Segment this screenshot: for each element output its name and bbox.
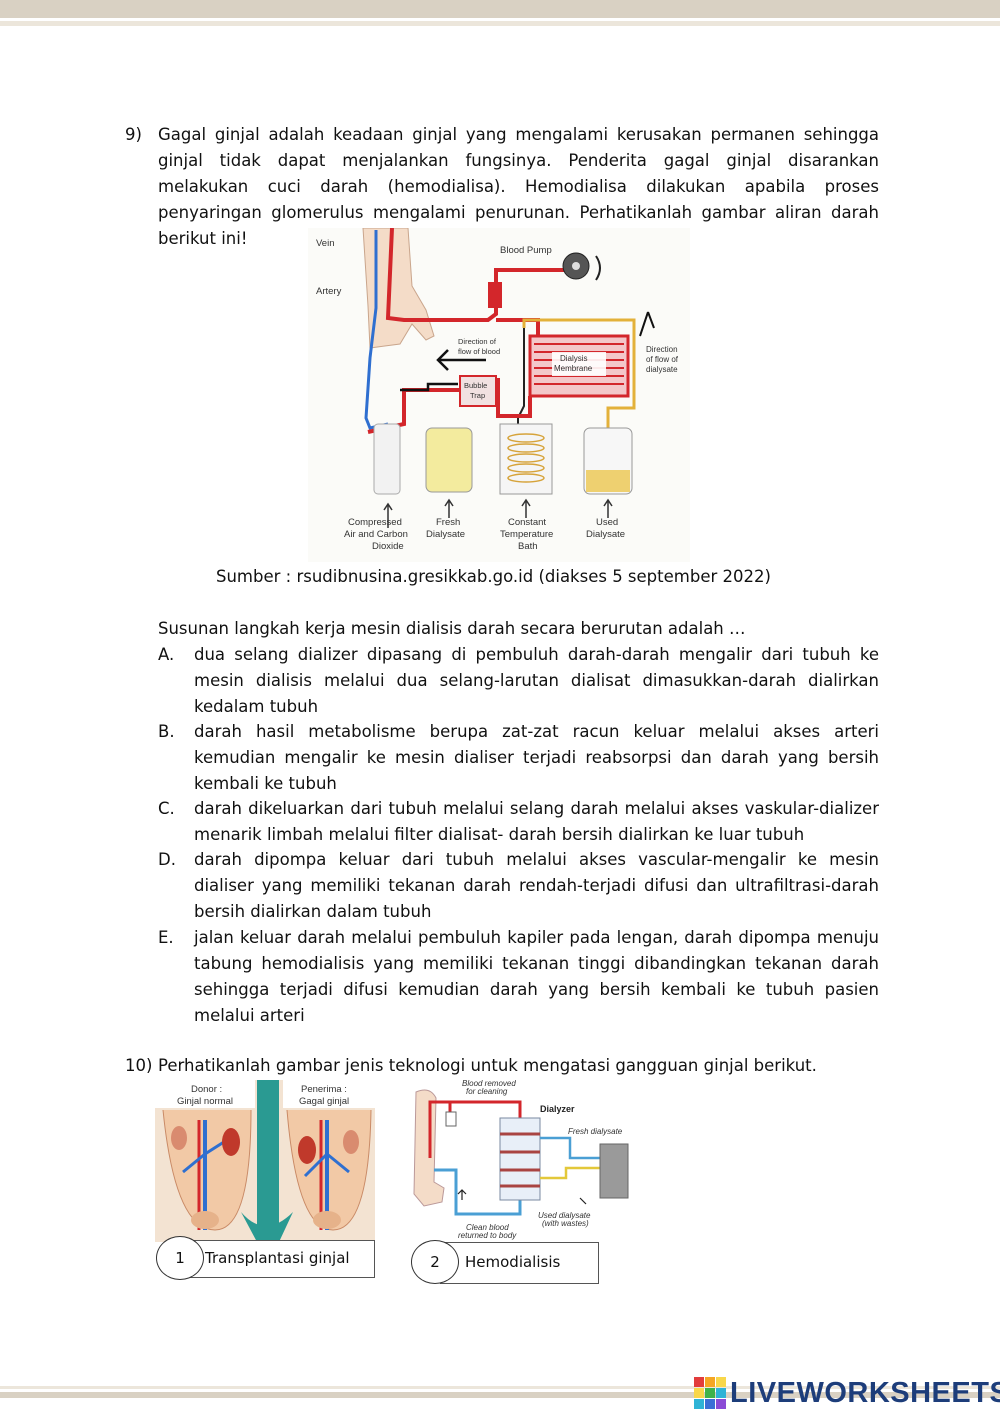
number-circle-2: 2 xyxy=(411,1240,459,1284)
hemodialysis-diagram: Blood removed for cleaning Dialyzer Fres… xyxy=(413,1079,629,1240)
bubble-trap-label-2: Trap xyxy=(470,391,485,400)
option-c[interactable]: C. darah dikeluarkan dari tubuh melalui … xyxy=(158,796,879,848)
temperature-bath-label: Constant xyxy=(508,517,546,528)
direction-blood-label: Direction of xyxy=(458,337,497,346)
dialysis-diagram: Vein Artery Blood Pump Direction of flow… xyxy=(316,227,679,552)
used-dialysate-label-2: Dialysate xyxy=(586,529,625,540)
compressed-air-label: Compressed xyxy=(348,517,402,528)
blood-removed-label: Blood removed xyxy=(462,1079,516,1088)
caption-box-1: Transplantasi ginjal xyxy=(186,1240,375,1278)
option-letter: B. xyxy=(158,722,175,741)
option-a[interactable]: A. dua selang dializer dipasang di pembu… xyxy=(158,642,879,720)
question-10-prompt: Perhatikanlah gambar jenis teknologi unt… xyxy=(158,1056,817,1075)
kidney-icon xyxy=(222,1128,240,1156)
direction-dialysate-label: Direction xyxy=(646,345,678,354)
dialysate-machine xyxy=(599,1143,629,1199)
fresh-dialysate-label: Fresh dialysate xyxy=(568,1127,623,1136)
used-dialysate-label: Used xyxy=(596,517,618,528)
kidney-icon xyxy=(298,1136,316,1164)
option-letter: D. xyxy=(158,850,176,869)
option-text: darah dikeluarkan dari tubuh melalui sel… xyxy=(194,799,879,844)
compressed-air-label-3: Dioxide xyxy=(372,541,404,552)
arrow-icon xyxy=(436,349,486,371)
figure-source: Sumber : rsudibnusina.gresikkab.go.id (d… xyxy=(216,567,771,586)
caption-text: Transplantasi ginjal xyxy=(205,1249,350,1267)
direction-dialysate-label-2: of flow of xyxy=(646,355,679,364)
donor-label: Donor : xyxy=(191,1084,222,1095)
logo-mark-icon xyxy=(694,1377,726,1409)
dialyzer-unit xyxy=(499,1117,541,1201)
caption-box-2: Hemodialisis xyxy=(440,1242,599,1284)
recipient-label: Penerima : xyxy=(301,1084,347,1095)
pump-tube xyxy=(488,282,502,308)
clean-blood-label-2: returned to body xyxy=(458,1231,517,1240)
bottom-border-thin xyxy=(0,1386,1000,1389)
vein-label: Vein xyxy=(316,238,335,249)
bottom-border xyxy=(0,1392,1000,1398)
fresh-dialysate-container xyxy=(425,427,473,493)
option-d[interactable]: D. darah dipompa keluar dari tubuh melal… xyxy=(158,847,879,925)
direction-dialysate-label-3: dialysate xyxy=(646,365,678,374)
fresh-dialysate-label-2: Dialysate xyxy=(426,529,465,540)
blood-removed-label-2: for cleaning xyxy=(466,1087,508,1096)
kidney-transplant-diagram: Donor : Ginjal normal Penerima : Gagal g… xyxy=(155,1080,375,1242)
hemodialysis-figure: Blood removed for cleaning Dialyzer Fres… xyxy=(410,1078,632,1240)
dialysis-membrane-label: Dialysis xyxy=(560,354,588,363)
blood-out-line xyxy=(428,1100,522,1158)
option-letter: C. xyxy=(158,799,175,818)
dialysate-line xyxy=(522,318,636,464)
clean-blood-label: Clean blood xyxy=(466,1223,509,1232)
caption-text: Hemodialisis xyxy=(465,1253,561,1271)
option-text: dua selang dializer dipasang di pembuluh… xyxy=(194,645,879,716)
gas-container xyxy=(373,423,401,495)
liveworksheets-logo[interactable]: LIVEWORKSHEETS xyxy=(694,1376,1000,1410)
divider-band xyxy=(257,1080,279,1242)
top-border-thin xyxy=(0,21,1000,26)
number-circle-1: 1 xyxy=(156,1236,204,1280)
kidney-transplant-figure: Donor : Ginjal normal Penerima : Gagal g… xyxy=(155,1080,375,1242)
top-border xyxy=(0,0,1000,18)
option-b[interactable]: B. darah hasil metabolisme berupa zat-za… xyxy=(158,719,879,797)
option-text: jalan keluar darah melalui pembuluh kapi… xyxy=(194,928,879,1025)
recipient-label-2: Gagal ginjal xyxy=(299,1096,349,1107)
temperature-bath-label-3: Bath xyxy=(518,541,538,552)
artery-line xyxy=(385,227,498,322)
dialyzer-label: Dialyzer xyxy=(540,1104,575,1114)
option-e[interactable]: E. jalan keluar darah melalui pembuluh k… xyxy=(158,925,879,1029)
question-paragraph: Gagal ginjal adalah keadaan ginjal yang … xyxy=(158,125,879,248)
option-text: darah dipompa keluar dari tubuh melalui … xyxy=(194,850,879,921)
option-text: darah hasil metabolisme berupa zat-zat r… xyxy=(194,722,879,793)
question-number: 9) xyxy=(125,125,142,144)
blood-return-line xyxy=(434,1168,522,1216)
artery-label: Artery xyxy=(316,286,342,297)
bubble-trap-label: Bubble xyxy=(464,381,487,390)
logo-wordmark: LIVEWORKSHEETS xyxy=(730,1376,1000,1409)
question-number-10: 10) xyxy=(125,1056,153,1075)
used-dialysate-label: Used dialysate xyxy=(538,1211,591,1220)
donor-label-2: Ginjal normal xyxy=(177,1096,233,1107)
fresh-dialysate-label: Fresh xyxy=(436,517,460,528)
question-prompt: Susunan langkah kerja mesin dialisis dar… xyxy=(158,619,746,638)
used-dialysate-label-2: (with wastes) xyxy=(542,1219,589,1228)
compressed-air-label-2: Air and Carbon xyxy=(344,529,408,540)
option-letter: E. xyxy=(158,928,174,947)
dialysis-membrane-label-2: Membrane xyxy=(554,364,593,373)
direction-blood-label-2: flow of blood xyxy=(458,347,500,356)
blood-pump-label: Blood Pump xyxy=(500,245,552,256)
option-letter: A. xyxy=(158,645,175,664)
vein-line xyxy=(364,230,389,430)
temperature-bath-label-2: Temperature xyxy=(500,529,553,540)
dialysis-machine-figure: Vein Artery Blood Pump Direction of flow… xyxy=(308,227,690,562)
